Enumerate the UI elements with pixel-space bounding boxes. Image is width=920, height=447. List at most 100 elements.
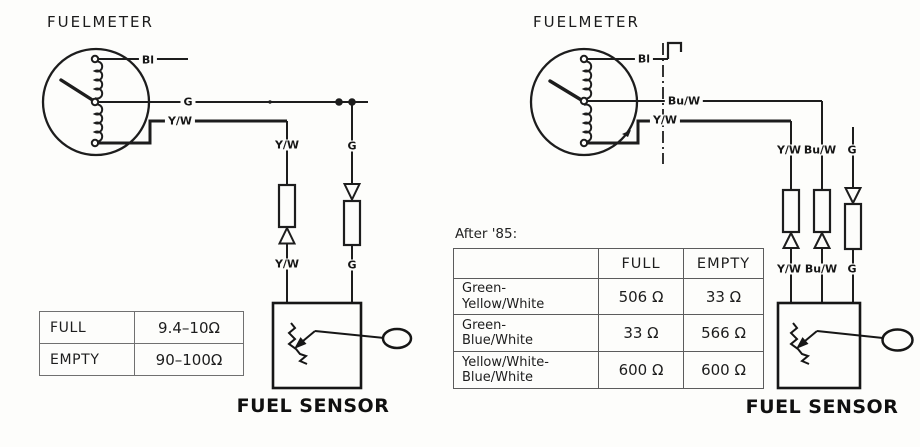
terminal-top (90, 54, 100, 64)
resistance-text: 600 Ω (701, 361, 746, 379)
condition-text: FULL (50, 319, 87, 336)
resistance-text: 566 Ω (701, 324, 746, 342)
connector-sleeve (342, 199, 362, 247)
cell-wire-pair: Green- Blue/White (453, 314, 599, 352)
right-fuel-sensor (776, 301, 914, 390)
sensor-box (271, 301, 363, 390)
wire-pair-line1: Green- (462, 317, 507, 333)
table-header-row: FULL EMPTY (453, 248, 764, 279)
header-full: FULL (598, 248, 684, 279)
table-row: Green- Yellow/White 506 Ω 33 Ω (453, 278, 764, 315)
condition-text: EMPTY (50, 351, 100, 368)
connector-arrow-up-icon (781, 230, 801, 249)
wiper-arm (804, 330, 818, 342)
resistance-text: 9.4–10Ω (158, 318, 220, 337)
cell-resistance: 9.4–10Ω (134, 311, 244, 344)
right-table-caption: After '85: (455, 226, 518, 242)
connector-arrow-down-icon (843, 187, 863, 206)
left-wiring (97, 58, 368, 303)
wiper-arrowhead-icon (294, 337, 307, 349)
resistor-squiggle-icon (789, 322, 811, 365)
cell-condition: EMPTY (39, 343, 135, 376)
connector-arrow-up-icon (277, 225, 297, 245)
table-row: FULL 9.4–10Ω (39, 311, 244, 344)
resistance-text: 90–100Ω (155, 350, 223, 369)
resistance-text: 506 Ω (618, 287, 664, 306)
float-arm (816, 330, 884, 339)
float-arm (314, 330, 385, 339)
resistor-squiggle-icon (287, 322, 309, 365)
wiper-arm (302, 330, 316, 342)
wire-label-yw: Y/W (775, 262, 803, 276)
wire-pair-line1: Yellow/White- (462, 354, 549, 370)
connector-arrow-up-icon (812, 230, 832, 249)
wire-pair-line2: Yellow/White (462, 296, 545, 312)
resistance-text: 600 Ω (618, 361, 664, 379)
needle (548, 79, 585, 103)
cell-empty-value: 566 Ω (683, 314, 764, 352)
resistance-text: 33 Ω (623, 324, 659, 342)
wire-label-yw: Y/W (649, 114, 681, 126)
wire-label-g: G (344, 140, 360, 152)
cell-wire-pair: Green- Yellow/White (453, 278, 599, 315)
wire-label-buw: Bu/W (802, 143, 838, 157)
cell-full-value: 33 Ω (598, 314, 684, 352)
connector-sleeve (812, 188, 832, 234)
connector-sleeve (781, 188, 801, 234)
terminal-top (579, 54, 589, 64)
wire-yw-step (97, 119, 287, 145)
coil-upper-icon (92, 60, 104, 100)
table-row: EMPTY 90–100Ω (39, 343, 244, 376)
wire-pair-line2: Blue/White (462, 333, 533, 348)
cell-resistance: 90–100Ω (134, 343, 244, 376)
wire-label-bl: Bl (634, 53, 654, 65)
float-oval (381, 327, 413, 350)
wire-label-g: G (844, 263, 860, 275)
wire-bl-hook (666, 41, 683, 59)
coil-lower-icon (581, 103, 593, 143)
terminal-center (90, 97, 100, 107)
cell-full-value: 506 Ω (598, 278, 684, 315)
cell-full-value: 600 Ω (598, 351, 684, 389)
wiper-arrowhead-icon (796, 337, 809, 349)
connector-sleeve (843, 202, 863, 251)
left-fuel-sensor (271, 301, 413, 390)
table-row: Green- Blue/White 33 Ω 566 Ω (453, 314, 764, 352)
wire-label-g: G (344, 259, 360, 271)
wire-label-g: G (844, 144, 860, 156)
wire-label-buw: Bu/W (664, 95, 704, 107)
arrow-mark-icon (622, 130, 631, 137)
wire-label-yw: Y/W (271, 139, 303, 151)
right-diagram-title: FUELMETER (533, 13, 640, 31)
coil-upper-icon (581, 60, 593, 100)
corner-cell (453, 248, 599, 279)
connector-sleeve (277, 183, 297, 229)
terminal-center (579, 96, 589, 106)
coil-lower-icon (92, 103, 104, 143)
connector-arrow-down-icon (342, 183, 362, 202)
resistance-text: 33 Ω (705, 287, 742, 306)
needle (59, 78, 96, 103)
junction-dot (335, 98, 343, 106)
table-row: Yellow/White- Blue/White 600 Ω 600 Ω (453, 351, 764, 389)
wire-label-buw: Bu/W (803, 262, 839, 276)
cell-empty-value: 600 Ω (683, 351, 764, 389)
wire-label-bl: Bl (138, 54, 158, 66)
header-empty: EMPTY (683, 248, 764, 279)
right-resistance-table: FULL EMPTY Green- Yellow/White 506 Ω 33 … (453, 248, 764, 389)
left-fuel-sensor-label: FUEL SENSOR (236, 395, 390, 417)
wire-label-yw: Y/W (271, 258, 303, 270)
cell-empty-value: 33 Ω (683, 278, 764, 315)
right-wiring (586, 41, 863, 303)
right-fuel-sensor-label: FUEL SENSOR (745, 396, 899, 418)
left-resistance-table: FULL 9.4–10Ω EMPTY 90–100Ω (39, 311, 244, 376)
cell-wire-pair: Yellow/White- Blue/White (453, 351, 599, 389)
left-diagram-title: FUELMETER (47, 13, 154, 31)
sensor-box (776, 301, 862, 390)
wire-pair-line2: Blue/White (462, 370, 533, 385)
wire-pair-line1: Green- (462, 281, 507, 297)
wire-label-yw: Y/W (775, 143, 803, 157)
cell-condition: FULL (39, 311, 135, 344)
junction-dot (268, 100, 272, 104)
